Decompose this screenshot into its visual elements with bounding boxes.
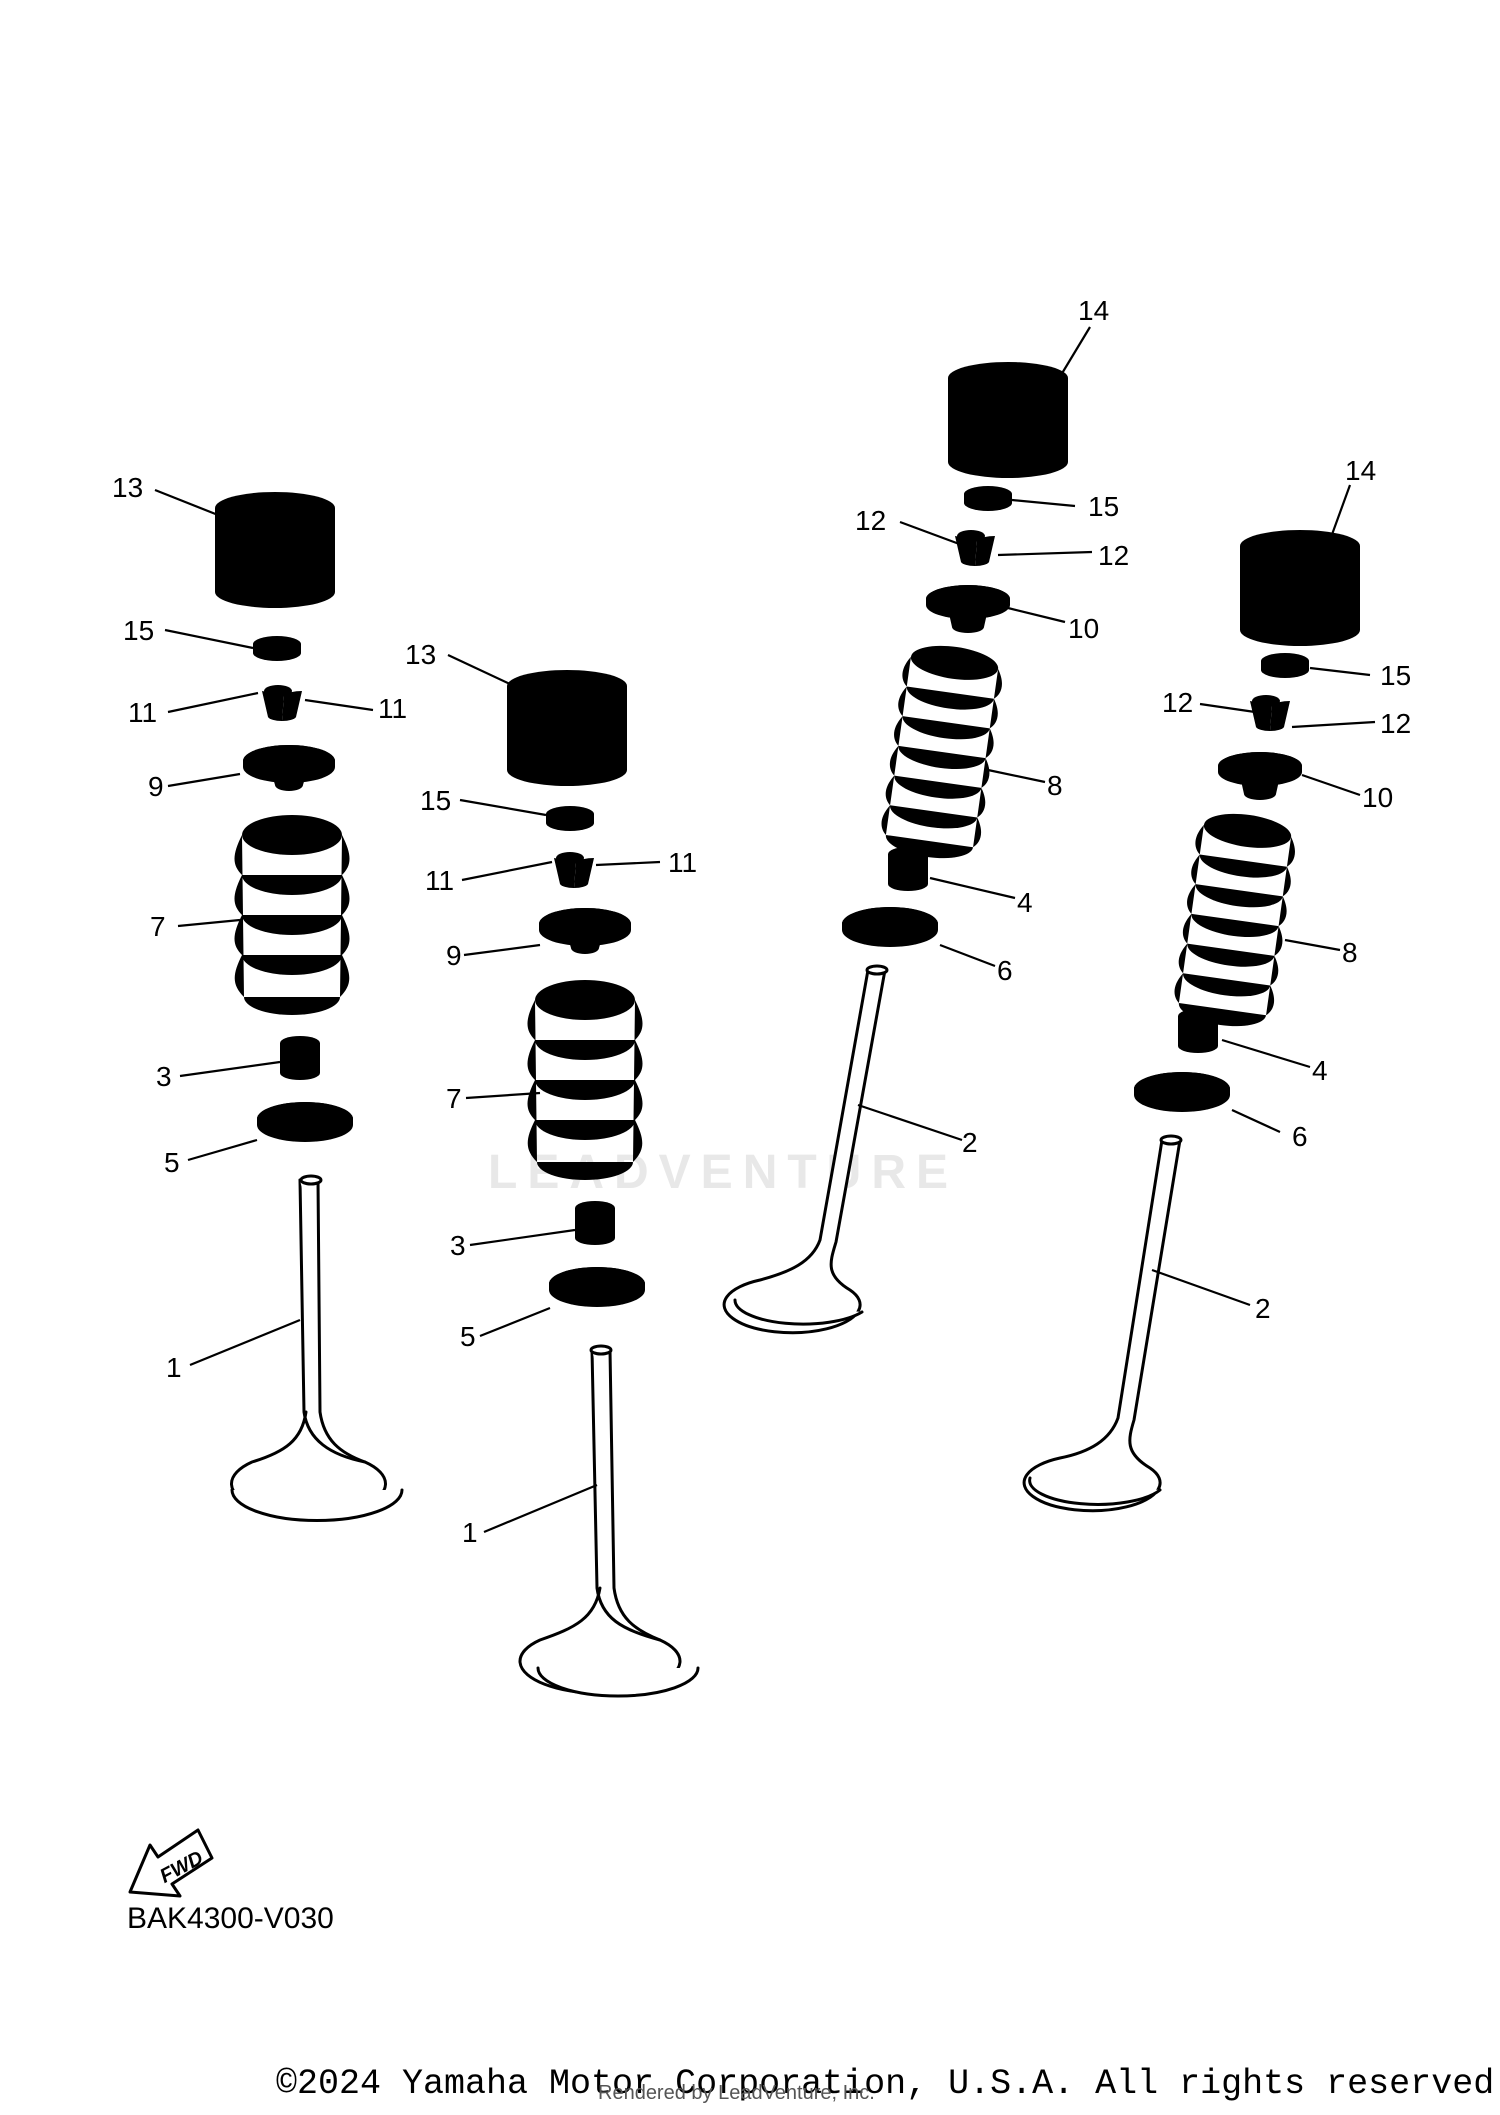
callout-5-left: 5 — [164, 1147, 180, 1178]
callout-4-lower: 4 — [1312, 1055, 1328, 1086]
cotter-12-upper — [955, 530, 995, 567]
rendered-by: Rendered by LeadVenture, Inc. — [598, 2082, 875, 2104]
callout-10-lower: 10 — [1362, 782, 1393, 813]
callout-11-center-a: 11 — [425, 865, 454, 896]
callout-1-center: 1 — [462, 1517, 478, 1548]
spring-7-left — [234, 815, 350, 1015]
cotter-12-lower — [1250, 695, 1290, 732]
tappet-14-upper — [948, 362, 1068, 478]
callout-2-lower: 2 — [1255, 1293, 1271, 1324]
seal-4-lower — [1178, 1009, 1218, 1053]
valve-1-left — [230, 1174, 404, 1522]
retainer-9-center — [539, 908, 631, 954]
seat-5-center — [549, 1267, 645, 1307]
callout-11-left-b: 11 — [378, 693, 407, 724]
callout-9-left: 9 — [148, 771, 164, 802]
shim-15-upper — [964, 486, 1012, 511]
callout-15-center: 15 — [420, 785, 451, 816]
callout-13-left: 13 — [112, 472, 143, 503]
retainer-10-lower — [1218, 752, 1302, 800]
copyright-notice: ©2024 Yamaha Motor Corporation, U.S.A. A… — [276, 2064, 1500, 2104]
callout-12-upper-b: 12 — [1098, 540, 1129, 571]
callout-15-upper: 15 — [1088, 491, 1119, 522]
spring-8-lower — [1170, 808, 1300, 1032]
fwd-arrow-icon: FWD — [128, 1828, 214, 1898]
callout-1-left: 1 — [166, 1352, 182, 1383]
seat-5-left — [257, 1102, 353, 1142]
callout-2-upper: 2 — [962, 1127, 978, 1158]
callout-labels: 13 15 11 11 9 7 3 5 1 13 15 11 11 9 7 3 … — [112, 295, 1411, 1548]
callout-15-lower: 15 — [1380, 660, 1411, 691]
shim-15-lower — [1261, 653, 1309, 678]
callout-14-upper: 14 — [1078, 295, 1109, 326]
callout-7-center: 7 — [446, 1083, 462, 1114]
spring-8-upper — [877, 640, 1007, 864]
cotter-11-center — [554, 852, 594, 889]
retainer-9-left — [243, 745, 335, 791]
callout-8-upper: 8 — [1047, 770, 1063, 801]
callout-15-left: 15 — [123, 615, 154, 646]
valve-2-upper — [722, 964, 889, 1335]
seat-6-upper — [842, 907, 938, 947]
callout-12-upper-a: 12 — [855, 505, 886, 536]
tappet-14-lower — [1240, 530, 1360, 646]
callout-9-center: 9 — [446, 940, 462, 971]
tappet-13-center — [507, 670, 627, 786]
callout-11-center-b: 11 — [668, 847, 697, 878]
retainer-10-upper — [926, 585, 1010, 633]
seal-3-center — [575, 1201, 615, 1245]
callout-13-center: 13 — [405, 639, 436, 670]
valve-2-lower — [1022, 1134, 1183, 1513]
callout-5-center: 5 — [460, 1321, 476, 1352]
seal-4-upper — [888, 847, 928, 891]
callout-3-left: 3 — [156, 1061, 172, 1092]
leader-lines — [154, 326, 1376, 1534]
shim-15-left — [253, 636, 301, 661]
callout-11-left-a: 11 — [128, 697, 157, 728]
callout-6-upper: 6 — [997, 955, 1013, 986]
callout-8-lower: 8 — [1342, 937, 1358, 968]
callout-12-lower-b: 12 — [1380, 708, 1411, 739]
callout-3-center: 3 — [450, 1230, 466, 1261]
valve-1-center — [518, 1344, 700, 1698]
callout-10-upper: 10 — [1068, 613, 1099, 644]
callout-7-left: 7 — [150, 911, 166, 942]
seal-3-left — [280, 1036, 320, 1080]
cotter-11-left — [262, 685, 302, 722]
tappet-13-left — [215, 492, 335, 608]
diagram-code: BAK4300-V030 — [127, 1902, 334, 1935]
callout-12-lower-a: 12 — [1162, 687, 1193, 718]
spring-7-center — [527, 980, 643, 1180]
seat-6-lower — [1134, 1072, 1230, 1112]
callout-14-lower: 14 — [1345, 455, 1376, 486]
callout-6-lower: 6 — [1292, 1121, 1308, 1152]
shim-15-center — [546, 806, 594, 831]
callout-4-upper: 4 — [1017, 887, 1033, 918]
